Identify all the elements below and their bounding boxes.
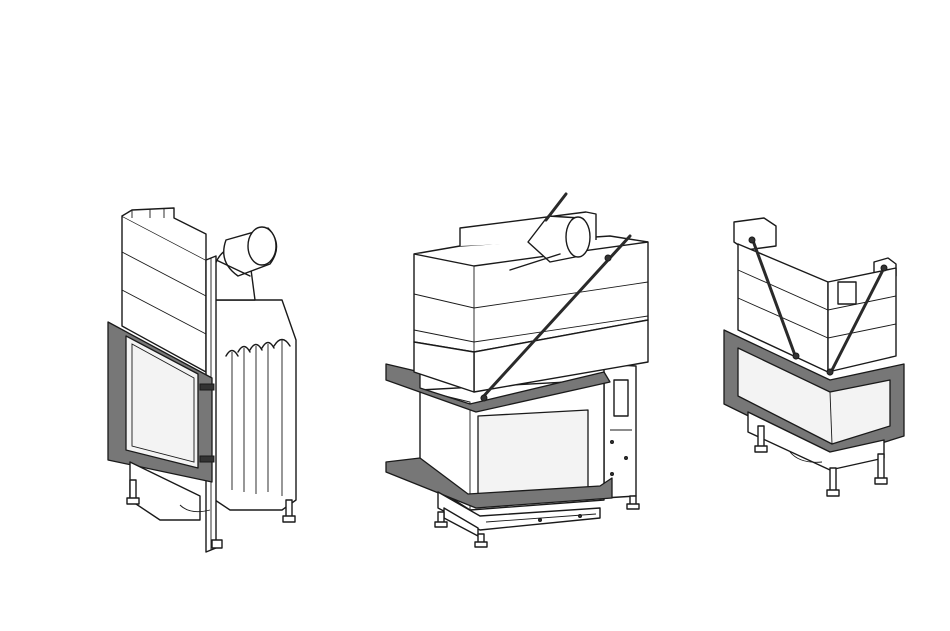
- corner-fireplace-insert-icon: [724, 218, 904, 496]
- side-view-fireplace-insert-icon: [108, 208, 296, 552]
- three-sided-fireplace-insert-icon: [386, 194, 648, 547]
